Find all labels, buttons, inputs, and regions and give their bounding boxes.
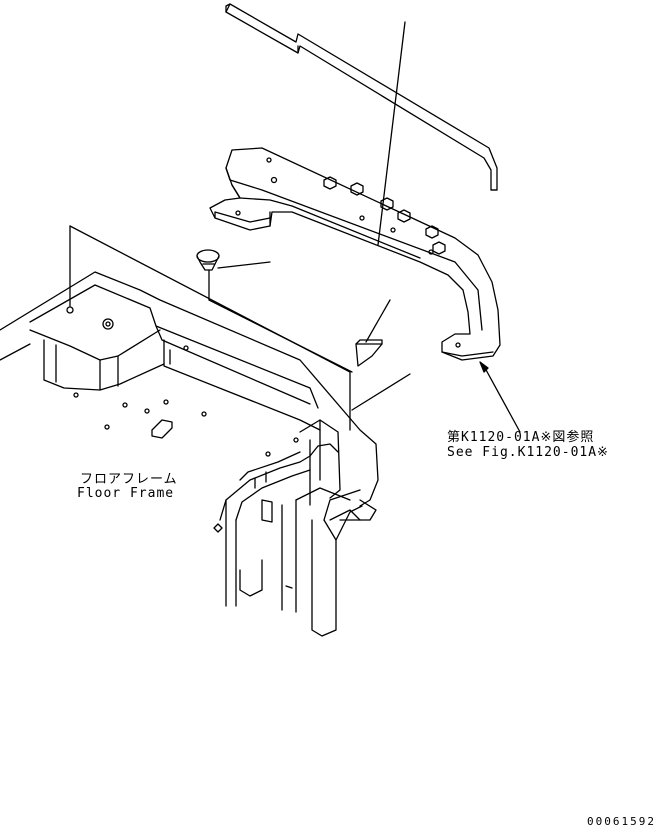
long-bar-part	[226, 4, 497, 190]
floor-frame-part	[0, 226, 378, 636]
cap-plug-part	[197, 250, 270, 300]
reference-leader	[480, 362, 520, 432]
bolt-group	[236, 158, 460, 347]
drawing-number: 00061592	[587, 815, 656, 828]
reference-label-jp: 第K1120-01A※図参照	[447, 430, 595, 445]
reference-label-en: See Fig.K1120-01A※	[447, 445, 609, 460]
bracket-plate-part	[210, 148, 500, 360]
wedge-clip-part	[352, 300, 410, 410]
floor-frame-label-jp: フロアフレーム	[80, 472, 178, 487]
floor-frame-label-en: Floor Frame	[77, 486, 175, 501]
